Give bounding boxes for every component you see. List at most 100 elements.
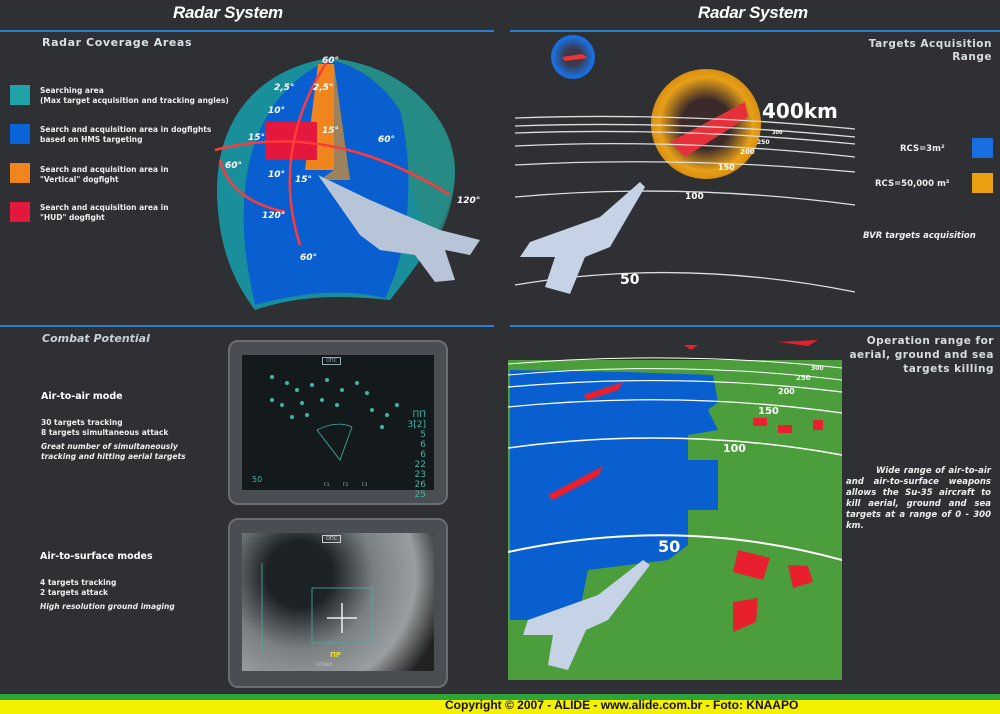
angle-label: 120° <box>457 196 480 206</box>
angle-label: 120° <box>262 211 285 221</box>
aircraft-target-icon <box>778 340 818 346</box>
range-label: 300 <box>772 130 783 136</box>
track-numbers: ПП 3[2] 5 6 6 22 23 26 25 <box>408 410 426 500</box>
mfd-text: 50 <box>252 475 263 484</box>
elevation-arc <box>288 59 330 246</box>
ship-target-icon <box>548 466 603 500</box>
radar-targets <box>270 375 399 461</box>
vertical-area-side <box>320 64 350 180</box>
range-label: 200 <box>778 387 795 396</box>
legend-text: Searching area <box>40 86 104 95</box>
mfd-text: ПП <box>412 410 426 420</box>
aircraft-target-icon <box>684 345 698 350</box>
azimuth-arc <box>214 140 451 197</box>
mode-note: Great number of simultaneously <box>41 442 178 451</box>
range-label: 100 <box>685 192 704 202</box>
combat-heading: Combat Potential <box>42 332 150 345</box>
mfd-text: 6 <box>420 440 426 450</box>
mfd-text: 25 <box>414 490 426 500</box>
ship-target-icon <box>670 102 748 157</box>
footer-stripe <box>0 694 1000 700</box>
mode-title: Air-to-air mode <box>41 391 123 402</box>
range-label: 50 <box>620 272 640 288</box>
angle-label: 60° <box>225 161 242 171</box>
mode-text: 30 targets tracking <box>41 418 123 427</box>
range-arcs <box>514 115 856 293</box>
mfd-softkeys: F1 F2 F3 <box>324 483 367 488</box>
divider <box>0 325 494 327</box>
range-label: 250 <box>757 139 770 146</box>
acquisition-heading: Targets Acquisition Range <box>869 38 992 64</box>
ship-target-icon <box>583 382 623 400</box>
mfd-text: ПР <box>330 651 341 659</box>
angle-label: 10° <box>268 106 285 116</box>
left-page-title: Radar System <box>173 3 283 22</box>
angle-label: 10° <box>268 170 285 180</box>
angle-label: 15° <box>248 133 265 143</box>
divider <box>510 325 1000 327</box>
mfd-text: 3[2] <box>407 420 426 430</box>
angle-label: 2,5° <box>274 83 294 93</box>
air-to-air-section: Air-to-air mode 30 targets tracking 8 ta… <box>41 391 226 462</box>
radar-coverage-diagram: 60° 2,5° 2,5° 10° 10° 15° 15° 15° 60° 60… <box>214 56 480 310</box>
legend-item: Search and acquisition area in dogfights… <box>40 125 211 145</box>
mfd-screen: ОПС ПП 3[2] 5 6 6 22 23 26 25 50 F1 F2 F… <box>242 355 434 500</box>
mfd-air-to-air: ОПС ПП 3[2] 5 6 6 22 23 26 25 50 F1 F2 F… <box>228 340 448 505</box>
softkey[interactable]: F3 <box>361 483 368 488</box>
legend-text: based on HMS targeting <box>40 135 143 144</box>
angle-label: 60° <box>322 56 339 66</box>
rcs-swatch-small <box>972 138 993 158</box>
range-label: 300 <box>811 365 824 372</box>
legend-swatch-hms <box>10 124 30 144</box>
divider <box>510 30 1000 32</box>
range-label: 150 <box>718 163 735 172</box>
targeting-reticle <box>261 563 373 653</box>
mode-note: tracking and hitting aerial targets <box>41 452 186 461</box>
legend-text: "HUD" dogfight <box>40 213 105 222</box>
softkey[interactable]: АТАКА <box>317 663 333 668</box>
max-range-label: 400km <box>762 99 838 123</box>
mode-text: 4 targets tracking <box>40 578 117 587</box>
angle-label: 15° <box>295 175 312 185</box>
mfd-text: 5 <box>420 430 426 440</box>
legend-item: Search and acquisition area in"Vertical"… <box>40 165 169 185</box>
building-target-icon <box>733 550 770 580</box>
operation-heading: Operation range for aerial, ground and s… <box>849 334 994 376</box>
ground-target-icon <box>753 418 767 426</box>
range-label: 50 <box>658 537 680 556</box>
rcs-legend-label: RCS=3m² <box>900 144 945 154</box>
range-label: 250 <box>796 374 811 382</box>
legend-text: "Vertical" dogfight <box>40 175 119 184</box>
sea-area <box>510 370 718 620</box>
legend-item: Searching area(Max target acquisition an… <box>40 86 229 106</box>
softkey[interactable]: F2 <box>342 483 349 488</box>
mfd-text: 22 <box>414 460 426 470</box>
softkey[interactable]: F1 <box>324 483 330 488</box>
targets <box>548 340 823 632</box>
acquisition-range-diagram: 400km 300 250 200 150 100 50 <box>514 35 856 294</box>
fighter-jet-image <box>523 560 650 670</box>
mfd-text: 6 <box>420 450 426 460</box>
fighter-jet-image <box>318 175 480 282</box>
rcs-legend-label: RCS=50,000 m² <box>875 179 950 189</box>
fighter-jet-image <box>520 182 645 294</box>
legend-text: Search and acquisition area in <box>40 203 169 212</box>
operation-range-map: 300 250 200 150 100 50 <box>508 340 842 680</box>
mfd-tab: ОПС <box>322 535 342 543</box>
footer-stripe <box>0 700 1000 714</box>
mode-note: High resolution ground imaging <box>40 602 175 611</box>
mfd-air-to-surface: ОПС ПР АТАКА <box>228 518 448 688</box>
legend-text: (Max target acquisition and tracking ang… <box>40 96 229 105</box>
legend-text: Search and acquisition area in <box>40 165 169 174</box>
legend-swatch-vertical <box>10 163 30 183</box>
mode-text: 8 targets simultaneous attack <box>41 428 169 437</box>
angle-label: 60° <box>300 253 317 263</box>
legend-text: Search and acquisition area in dogfights <box>40 125 212 134</box>
azimuth-arc <box>218 159 286 214</box>
heading-line: Targets Acquisition <box>868 38 992 50</box>
heading-line: Operation range for <box>866 335 994 347</box>
range-label: 100 <box>723 442 746 455</box>
heading-line: aerial, ground and sea <box>849 349 994 361</box>
mfd-ground-image: ОПС ПР АТАКА <box>242 533 434 671</box>
mode-title: Air-to-surface modes <box>40 551 153 562</box>
